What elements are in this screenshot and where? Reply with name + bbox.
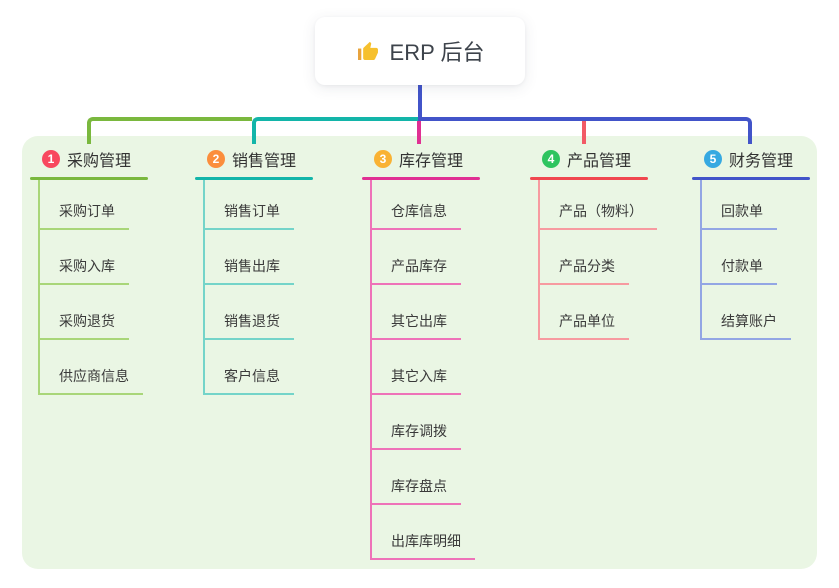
branch-number-badge: 3 bbox=[374, 150, 392, 168]
branch-header[interactable]: 5 财务管理 bbox=[692, 147, 810, 171]
branch-header[interactable]: 2 销售管理 bbox=[195, 147, 313, 171]
branch-inventory: 3 库存管理 仓库信息 产品库存 其它出库 其它入库 库存调拨 库存盘点 出库库… bbox=[362, 147, 480, 560]
branch-underline bbox=[362, 177, 480, 180]
child-node[interactable]: 客户信息 bbox=[205, 340, 313, 395]
branch-number-badge: 2 bbox=[207, 150, 225, 168]
branch-children: 采购订单 采购入库 采购退货 供应商信息 bbox=[38, 180, 148, 395]
branch-label: 财务管理 bbox=[729, 153, 794, 170]
child-label: 销售订单 bbox=[205, 201, 294, 230]
branch-header[interactable]: 1 采购管理 bbox=[30, 147, 148, 171]
branch-children: 回款单 付款单 结算账户 bbox=[700, 180, 810, 340]
child-node[interactable]: 产品库存 bbox=[372, 230, 480, 285]
child-label: 付款单 bbox=[702, 256, 777, 285]
child-node[interactable]: 产品（物料） bbox=[540, 180, 657, 230]
child-label: 销售出库 bbox=[205, 256, 294, 285]
thumbs-up-icon bbox=[356, 39, 380, 63]
child-label: 产品单位 bbox=[540, 311, 629, 340]
child-label: 供应商信息 bbox=[40, 366, 143, 395]
child-node[interactable]: 其它出库 bbox=[372, 285, 480, 340]
branch-underline bbox=[692, 177, 810, 180]
child-label: 库存调拨 bbox=[372, 421, 461, 450]
branch-drop-product bbox=[582, 121, 586, 144]
branch-drop-inventory bbox=[417, 121, 421, 144]
child-label: 仓库信息 bbox=[372, 201, 461, 230]
branch-label: 产品管理 bbox=[567, 153, 632, 170]
bus-segment-teal bbox=[252, 117, 418, 144]
branch-number-badge: 4 bbox=[542, 150, 560, 168]
child-node[interactable]: 采购订单 bbox=[40, 180, 148, 230]
branch-children: 仓库信息 产品库存 其它出库 其它入库 库存调拨 库存盘点 出库库明细 bbox=[370, 180, 480, 560]
mindmap-background-panel bbox=[22, 136, 817, 569]
branch-children: 销售订单 销售出库 销售退货 客户信息 bbox=[203, 180, 313, 395]
child-node[interactable]: 采购退货 bbox=[40, 285, 148, 340]
branch-underline bbox=[30, 177, 148, 180]
child-node[interactable]: 仓库信息 bbox=[372, 180, 480, 230]
branch-underline bbox=[530, 177, 648, 180]
branch-label: 采购管理 bbox=[67, 153, 132, 170]
bus-segment-blue bbox=[418, 117, 752, 144]
branch-underline bbox=[195, 177, 313, 180]
child-node[interactable]: 供应商信息 bbox=[40, 340, 148, 395]
child-node[interactable]: 销售退货 bbox=[205, 285, 313, 340]
branch-number-badge: 1 bbox=[42, 150, 60, 168]
root-node-label: ERP 后台 bbox=[389, 40, 485, 65]
child-node[interactable]: 库存调拨 bbox=[372, 395, 480, 450]
branch-product: 4 产品管理 产品（物料） 产品分类 产品单位 bbox=[530, 147, 657, 340]
child-node[interactable]: 付款单 bbox=[702, 230, 810, 285]
child-label: 出库库明细 bbox=[372, 531, 475, 560]
child-label: 产品（物料） bbox=[540, 201, 657, 230]
root-connector-line bbox=[418, 85, 422, 121]
child-label: 客户信息 bbox=[205, 366, 294, 395]
child-node[interactable]: 出库库明细 bbox=[372, 505, 480, 560]
child-node[interactable]: 回款单 bbox=[702, 180, 810, 230]
child-node[interactable]: 结算账户 bbox=[702, 285, 810, 340]
child-node[interactable]: 库存盘点 bbox=[372, 450, 480, 505]
child-label: 结算账户 bbox=[702, 311, 791, 340]
branch-finance: 5 财务管理 回款单 付款单 结算账户 bbox=[692, 147, 810, 340]
branch-header[interactable]: 4 产品管理 bbox=[530, 147, 648, 171]
child-label: 采购入库 bbox=[40, 256, 129, 285]
child-label: 产品分类 bbox=[540, 256, 629, 285]
child-node[interactable]: 销售订单 bbox=[205, 180, 313, 230]
child-node[interactable]: 其它入库 bbox=[372, 340, 480, 395]
branch-label: 库存管理 bbox=[399, 153, 464, 170]
root-node[interactable]: ERP 后台 bbox=[315, 17, 525, 85]
branch-number-badge: 5 bbox=[704, 150, 722, 168]
child-label: 回款单 bbox=[702, 201, 777, 230]
branch-header[interactable]: 3 库存管理 bbox=[362, 147, 480, 171]
child-node[interactable]: 销售出库 bbox=[205, 230, 313, 285]
child-label: 采购订单 bbox=[40, 201, 129, 230]
child-node[interactable]: 采购入库 bbox=[40, 230, 148, 285]
child-label: 销售退货 bbox=[205, 311, 294, 340]
child-label: 其它入库 bbox=[372, 366, 461, 395]
bus-segment-green bbox=[87, 117, 252, 144]
branch-children: 产品（物料） 产品分类 产品单位 bbox=[538, 180, 657, 340]
branch-procurement: 1 采购管理 采购订单 采购入库 采购退货 供应商信息 bbox=[30, 147, 148, 395]
child-node[interactable]: 产品分类 bbox=[540, 230, 648, 285]
child-label: 产品库存 bbox=[372, 256, 461, 285]
child-label: 其它出库 bbox=[372, 311, 461, 340]
branch-sales: 2 销售管理 销售订单 销售出库 销售退货 客户信息 bbox=[195, 147, 313, 395]
child-label: 采购退货 bbox=[40, 311, 129, 340]
branch-label: 销售管理 bbox=[232, 153, 297, 170]
child-label: 库存盘点 bbox=[372, 476, 461, 505]
child-node[interactable]: 产品单位 bbox=[540, 285, 648, 340]
